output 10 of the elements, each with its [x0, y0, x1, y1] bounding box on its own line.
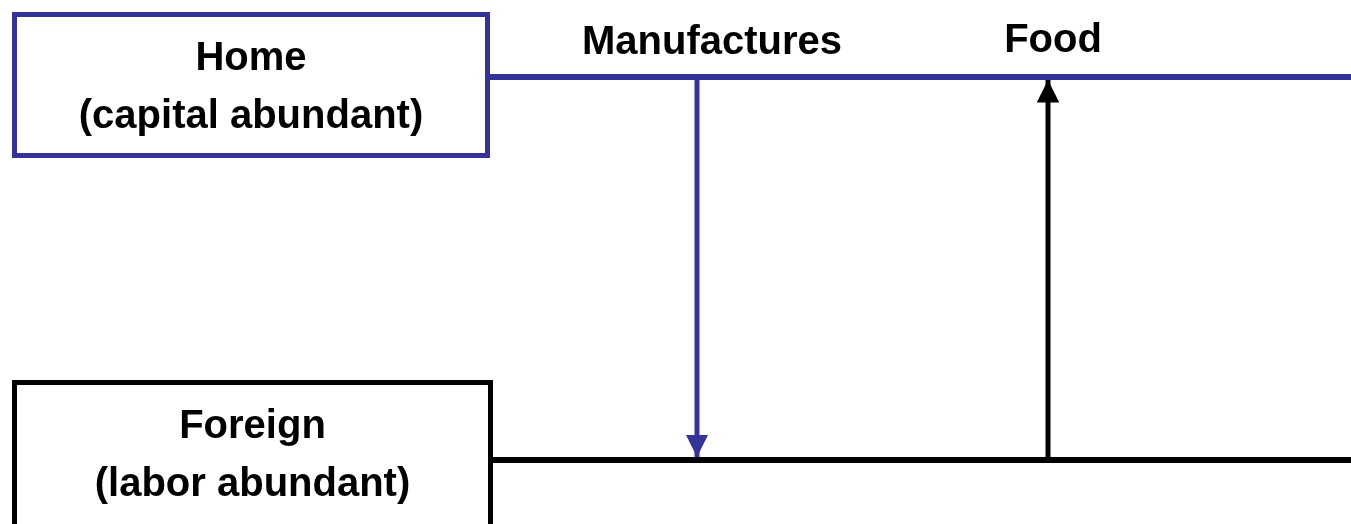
region-name: Home — [195, 33, 307, 80]
edge-label: Manufactures — [581, 17, 843, 63]
region-box — [12, 380, 493, 524]
edge-label: Food — [1004, 15, 1102, 61]
region-box — [12, 12, 490, 158]
arrow — [1036, 80, 1060, 457]
arrow — [685, 80, 709, 457]
region-description: (capital abundant) — [78, 91, 424, 138]
region-name: Foreign — [179, 401, 326, 448]
region-description: (labor abundant) — [94, 459, 411, 506]
